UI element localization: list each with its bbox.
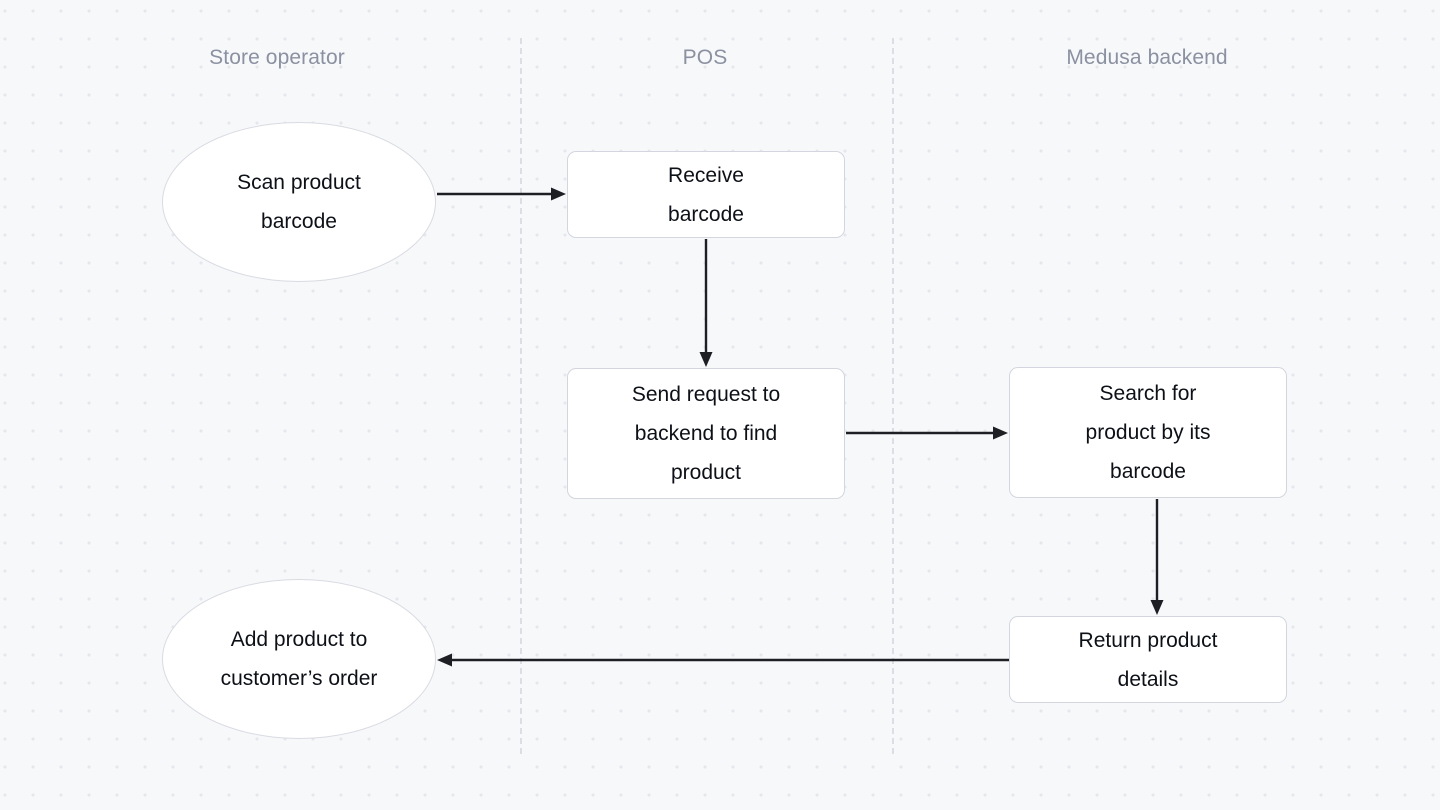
- arrowhead-down-icon: [699, 352, 713, 367]
- edge-receive-to-send: [699, 239, 713, 367]
- node-label: Scan product barcode: [237, 171, 361, 233]
- lane-header-pos: POS: [505, 44, 905, 72]
- edge-send-to-search: [846, 426, 1008, 440]
- node-receive-barcode[interactable]: Receive barcode: [567, 151, 845, 238]
- node-send-request-to-backend[interactable]: Send request to backend to find product: [567, 368, 845, 499]
- node-search-for-product[interactable]: Search for product by its barcode: [1009, 367, 1287, 498]
- node-add-product-to-order[interactable]: Add product to customer’s order: [162, 579, 436, 739]
- node-label: Search for product by its barcode: [1085, 382, 1211, 483]
- edge-search-to-return: [1150, 499, 1164, 615]
- lane-label: Store operator: [209, 46, 345, 69]
- edge-scan-to-receive: [437, 187, 566, 201]
- node-label: Add product to customer’s order: [220, 628, 378, 690]
- node-scan-product-barcode[interactable]: Scan product barcode: [162, 122, 436, 282]
- arrowhead-right-icon: [993, 426, 1008, 440]
- lane-label: POS: [682, 46, 728, 69]
- lane-header-store-operator: Store operator: [77, 44, 477, 72]
- node-return-product-details[interactable]: Return product details: [1009, 616, 1287, 703]
- node-label: Send request to backend to find product: [631, 383, 781, 484]
- arrowhead-right-icon: [551, 187, 566, 201]
- edge-return-to-add: [437, 653, 1009, 667]
- node-label: Return product details: [1078, 628, 1218, 691]
- arrowhead-left-icon: [437, 653, 452, 667]
- lane-label: Medusa backend: [1066, 46, 1228, 69]
- lane-header-medusa-backend: Medusa backend: [947, 44, 1347, 72]
- lane-divider-2: [892, 38, 894, 754]
- lane-divider-1: [520, 38, 522, 754]
- node-label: Receive barcode: [668, 163, 744, 226]
- arrowhead-down-icon: [1150, 600, 1164, 615]
